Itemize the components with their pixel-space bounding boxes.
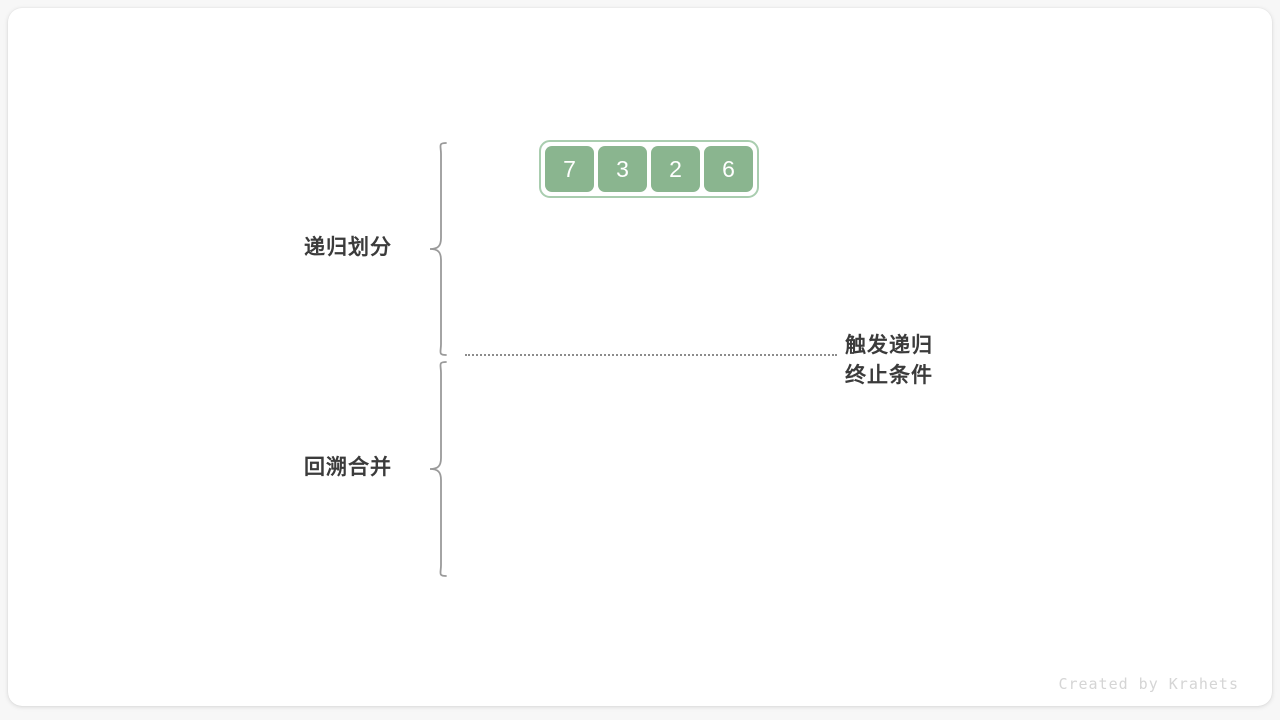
recursion-base-case-note-line2: 终止条件 [845,364,933,387]
stage-label-merge: 回溯合并 [304,456,392,479]
array-container: 7 3 2 6 [539,140,759,198]
brace-divide-phase [426,140,450,363]
recursion-base-case-note-line1: 触发递归 [845,334,933,357]
array-cell: 3 [598,146,647,192]
array-cell: 2 [651,146,700,192]
recursion-boundary-line [465,354,837,356]
author-watermark: Created by Krahets [1058,675,1239,693]
slide-card [8,8,1272,706]
stage-label-divide: 递归划分 [304,236,392,259]
array-cell: 7 [545,146,594,192]
recursion-base-case-note: 触发递归 终止条件 [845,331,933,391]
brace-merge-phase [426,359,450,584]
array-cell: 6 [704,146,753,192]
